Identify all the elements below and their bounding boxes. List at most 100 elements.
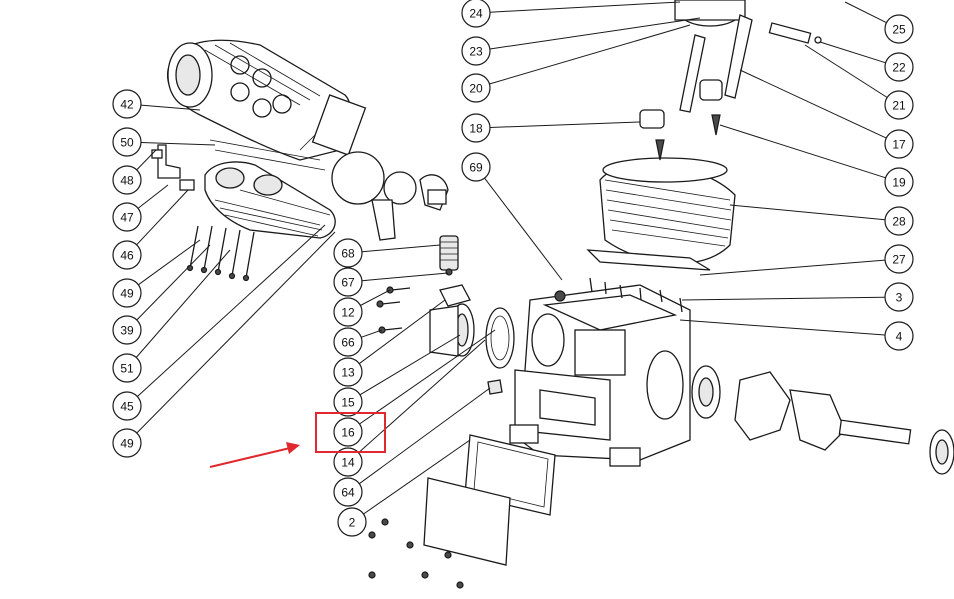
callout-number: 64 <box>341 486 355 500</box>
callout-number: 21 <box>892 99 906 113</box>
cylinder-block <box>586 157 736 271</box>
callout-number: 49 <box>120 287 134 301</box>
leader-c21 <box>804 44 888 98</box>
cylinder-head-lower <box>204 161 336 239</box>
callout-c15: 15 <box>333 387 363 417</box>
callout-number: 46 <box>120 249 134 263</box>
callout-c12: 12 <box>333 297 363 327</box>
callout-number: 50 <box>120 136 134 150</box>
callout-circle <box>884 129 914 159</box>
leader-c2 <box>363 439 471 515</box>
callout-number: 14 <box>341 456 355 470</box>
air-filter-assembly <box>331 151 449 241</box>
callout-number: 13 <box>341 366 355 380</box>
callout-number: 48 <box>120 174 134 188</box>
red-arrow <box>209 442 300 468</box>
callout-number: 68 <box>341 247 355 261</box>
callout-circle <box>112 127 142 157</box>
cover-plates <box>423 379 556 566</box>
callout-circle <box>112 391 142 421</box>
callout-c45: 45 <box>112 391 142 421</box>
callout-number: 66 <box>341 336 355 350</box>
leader-c20 <box>489 24 691 85</box>
valve-screws <box>589 277 683 313</box>
leader-c27 <box>699 259 886 276</box>
callout-c27: 27 <box>884 244 914 274</box>
leader-c66 <box>361 329 383 338</box>
leader-c14 <box>358 339 486 454</box>
callout-circle <box>884 167 914 197</box>
callout-circle <box>884 321 914 351</box>
callout-number: 45 <box>120 400 134 414</box>
callout-c21: 21 <box>884 90 914 120</box>
leader-c45 <box>136 224 326 397</box>
callout-c46: 46 <box>112 240 142 270</box>
callout-c64: 64 <box>333 477 363 507</box>
callout-number: 25 <box>892 23 906 37</box>
callout-number: 17 <box>892 138 906 152</box>
bottom-bolts <box>368 518 464 589</box>
callout-circle <box>461 113 491 143</box>
leader-c25 <box>844 1 887 24</box>
leader-c4 <box>679 319 886 336</box>
small-bolts-left <box>376 286 411 334</box>
leader-c13 <box>358 299 446 365</box>
callout-number: 51 <box>120 362 134 376</box>
callout-c2: 2 <box>337 507 367 537</box>
leader-c15 <box>359 334 461 396</box>
callout-c47: 47 <box>112 202 142 232</box>
callout-circle <box>461 73 491 103</box>
callout-number: 20 <box>469 82 483 96</box>
callout-circle <box>112 428 142 458</box>
callout-c48: 48 <box>112 165 142 195</box>
callout-number: 28 <box>892 215 906 229</box>
callout-number: 24 <box>469 7 483 21</box>
leader-lines <box>135 1 888 515</box>
callout-number: 49 <box>120 437 134 451</box>
callout-c14: 14 <box>333 447 363 477</box>
leader-c39 <box>136 244 211 321</box>
callout-circle <box>884 90 914 120</box>
callout-c16: 16 <box>333 417 363 447</box>
callout-number: 16 <box>341 426 355 440</box>
highlight-box <box>315 412 386 453</box>
leader-c23 <box>489 17 701 50</box>
valve-plate-gasket <box>209 139 326 171</box>
leader-c49a <box>138 239 201 286</box>
leader-c46 <box>136 189 189 246</box>
callout-circle <box>884 282 914 312</box>
callout-circle <box>337 507 367 537</box>
callout-circle <box>884 14 914 44</box>
callout-circle <box>333 477 363 507</box>
oil-filler-cap <box>439 235 459 276</box>
callout-circle <box>333 417 363 447</box>
callout-c66: 66 <box>333 327 363 357</box>
callout-number: 3 <box>896 291 903 305</box>
leader-c16 <box>359 329 496 425</box>
leader-c28 <box>729 204 886 221</box>
callout-c23: 23 <box>461 36 491 66</box>
callout-c28: 28 <box>884 206 914 236</box>
elbow-fittings <box>151 144 195 191</box>
leader-c18 <box>489 121 641 128</box>
callout-circle <box>112 202 142 232</box>
callout-circle <box>461 0 491 28</box>
leader-c22 <box>819 41 886 64</box>
bearing-housing <box>429 284 515 369</box>
callout-circle <box>333 357 363 387</box>
leader-c17 <box>739 69 887 139</box>
callout-circle <box>884 206 914 236</box>
callout-number: 47 <box>120 211 134 225</box>
leader-c42 <box>140 104 201 111</box>
callout-circle <box>333 238 363 268</box>
callout-c20: 20 <box>461 73 491 103</box>
callout-c17: 17 <box>884 129 914 159</box>
callout-number: 19 <box>892 176 906 190</box>
callout-c67: 67 <box>333 267 363 297</box>
callout-number: 12 <box>341 306 355 320</box>
callout-circle <box>333 387 363 417</box>
leader-c48 <box>136 149 157 171</box>
leader-c68 <box>361 244 441 253</box>
